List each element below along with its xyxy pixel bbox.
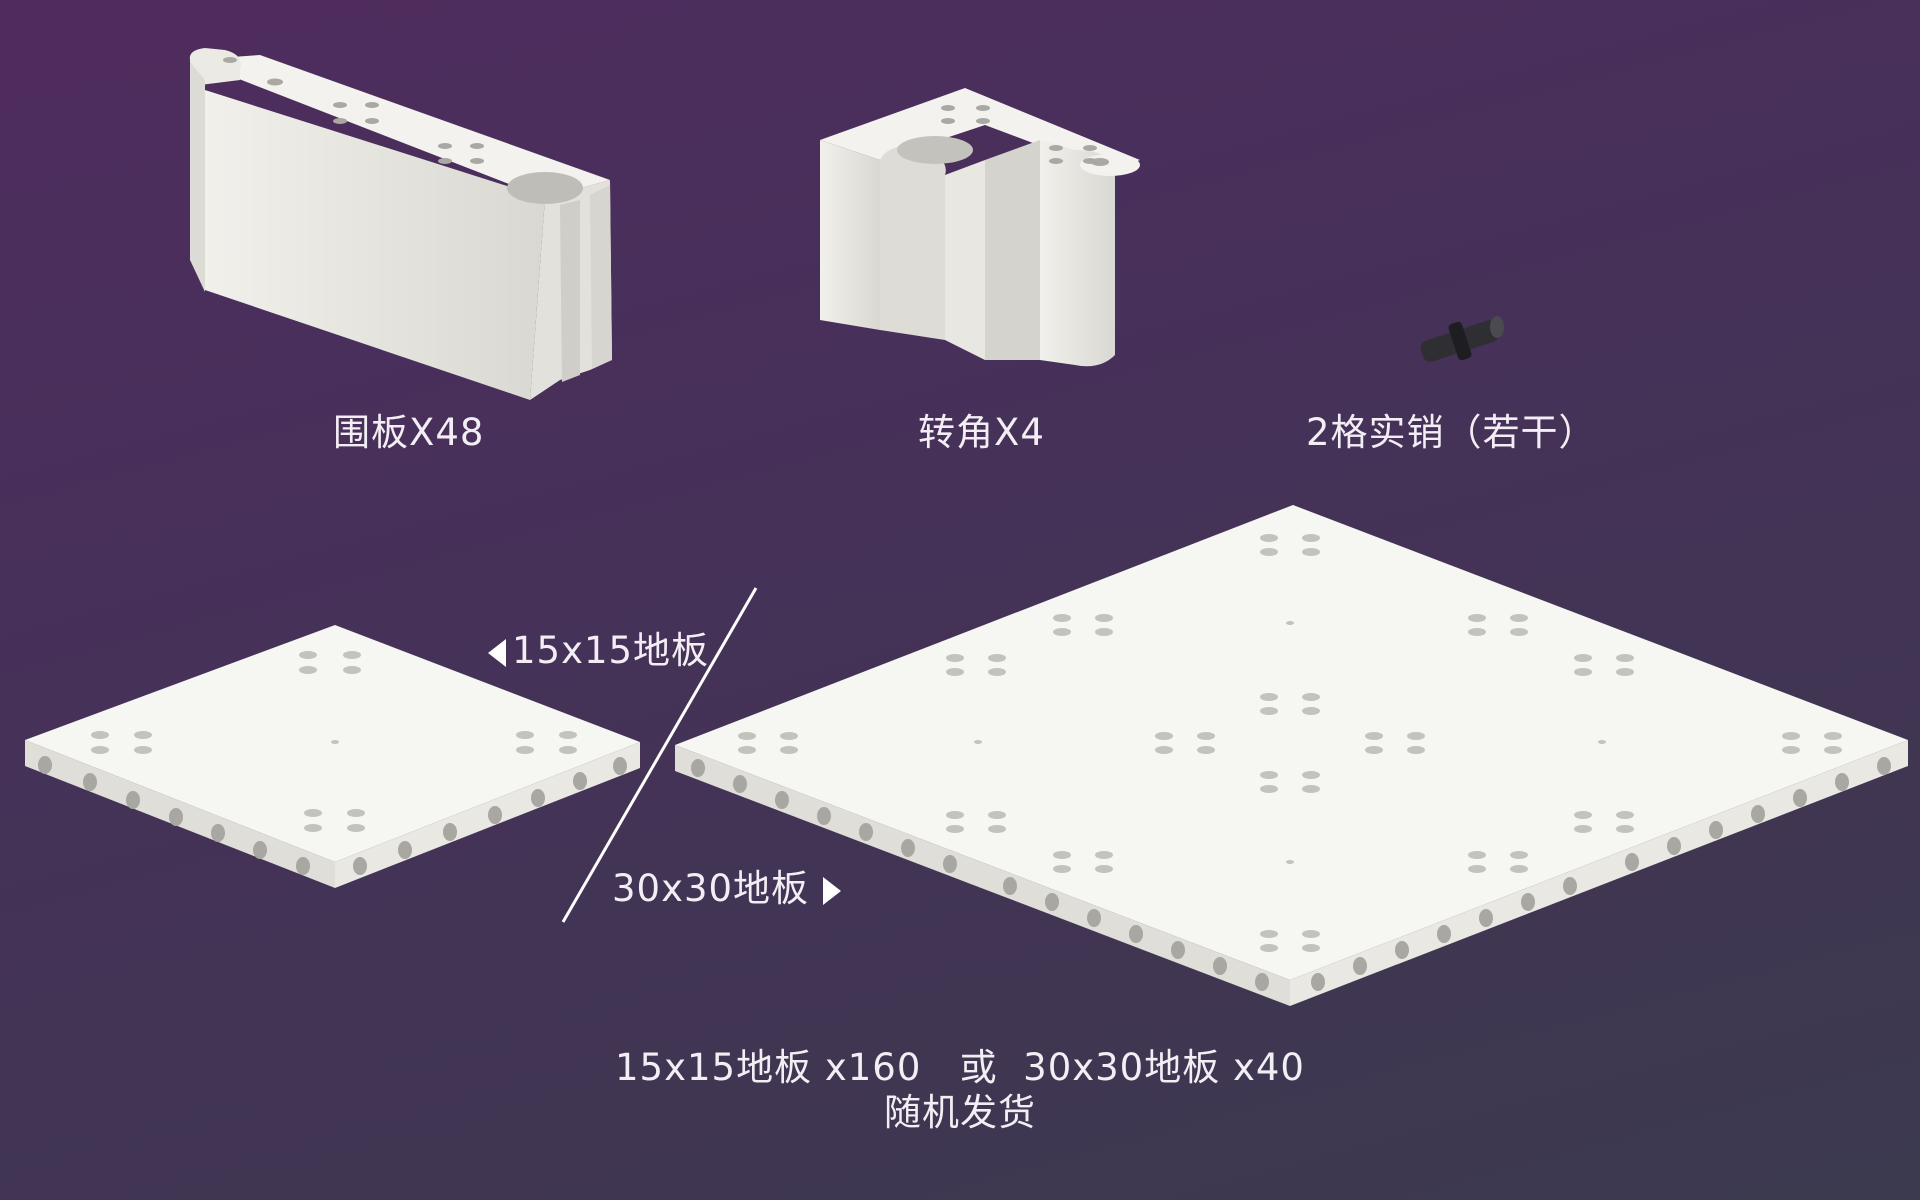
panel-label: 围板X48 <box>333 411 485 454</box>
corner-label: 转角X4 <box>918 411 1045 454</box>
wall-panel-image <box>189 48 612 400</box>
pin-label: 2格实销（若干） <box>1306 411 1597 454</box>
large-floor-image <box>675 505 1908 1006</box>
pin-image <box>1420 316 1504 362</box>
large-floor-caption: 30x30地板 <box>612 858 842 912</box>
arrow-left-icon <box>488 638 506 667</box>
small-floor-caption: 15x15地板 <box>488 620 709 674</box>
small-floor-image <box>25 625 640 888</box>
corner-piece-image <box>820 88 1140 367</box>
footer-quantity: 15x15地板 x160 或 30x30地板 x40 <box>615 1046 1305 1089</box>
large-floor-label: 30x30地板 <box>612 867 810 910</box>
footer-shipping-note: 随机发货 <box>884 1091 1036 1134</box>
divider-line <box>561 587 758 923</box>
small-floor-label: 15x15地板 <box>512 629 710 672</box>
arrow-right-icon <box>823 876 842 905</box>
